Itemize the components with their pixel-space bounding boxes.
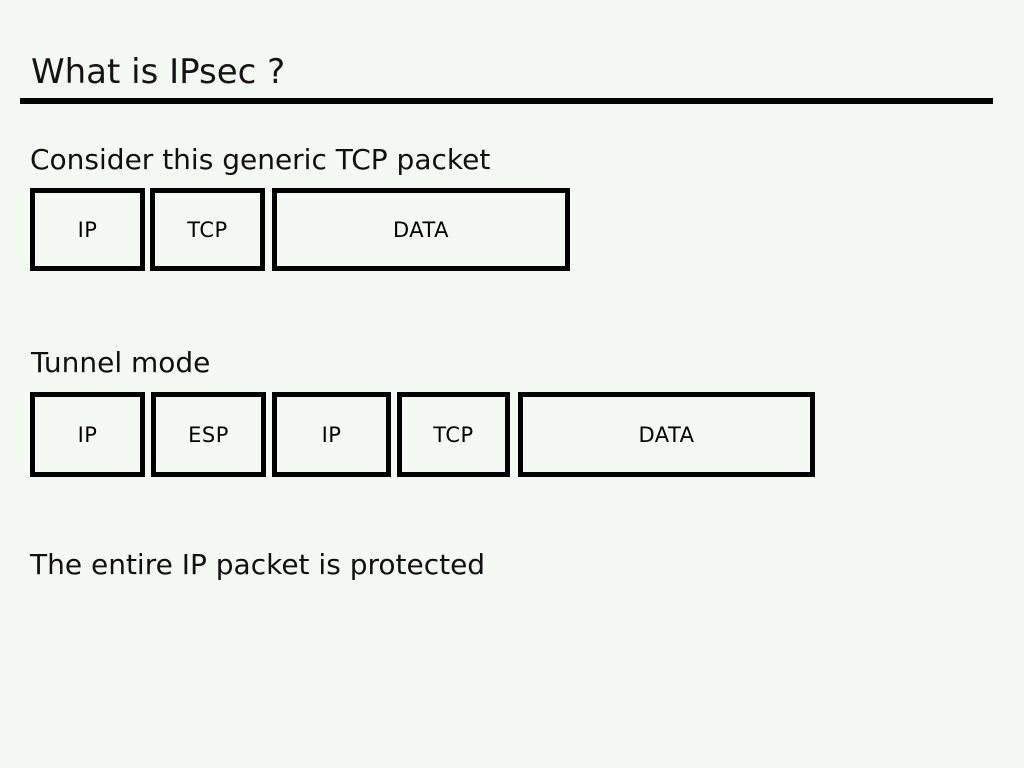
packet-field-ip: IP	[30, 188, 145, 271]
title-underline-rule	[20, 98, 993, 104]
tunnel-mode-heading: Tunnel mode	[31, 346, 211, 379]
packet-field-outer-ip: IP	[30, 392, 145, 477]
footer-note: The entire IP packet is protected	[30, 548, 486, 581]
packet-field-inner-ip: IP	[272, 392, 391, 477]
packet-field-tcp: TCP	[397, 392, 510, 477]
packet-field-tcp: TCP	[150, 188, 265, 271]
slide-title: What is IPsec ?	[31, 52, 286, 92]
packet-field-esp: ESP	[151, 392, 266, 477]
packet-field-data: DATA	[272, 188, 570, 271]
generic-packet-heading: Consider this generic TCP packet	[30, 143, 491, 176]
packet-field-data: DATA	[518, 392, 815, 477]
